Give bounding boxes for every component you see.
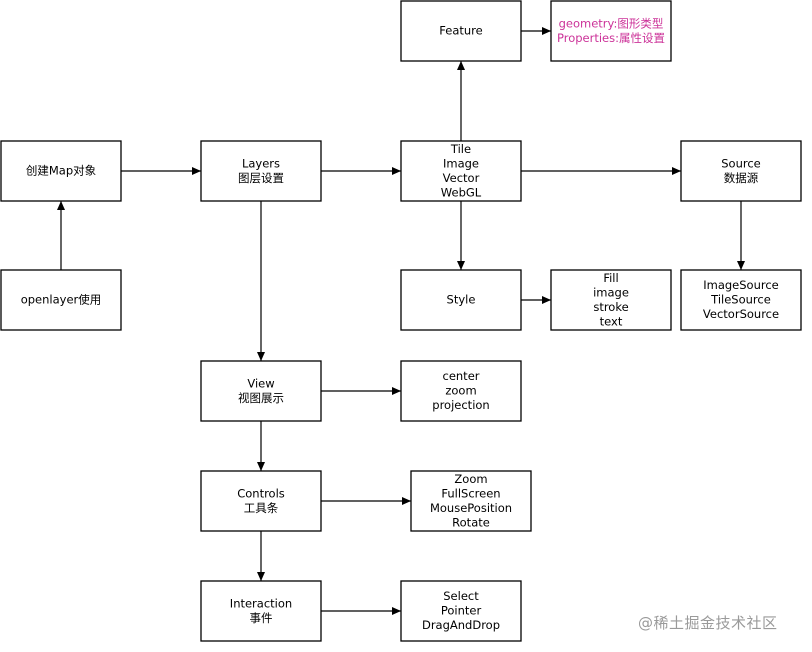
node-feature: Feature [400,0,522,62]
node-label-line: Properties:属性设置 [557,31,665,45]
node-label-line: Zoom [454,472,487,486]
node-label-line: zoom [445,384,476,398]
node-box [410,470,532,532]
node-label-line: 事件 [250,611,273,625]
node-label-line: FullScreen [441,486,500,500]
node-box [0,140,122,202]
node-label-line: 创建Map对象 [26,164,96,178]
node-box [400,0,522,62]
node-box [200,580,322,642]
node-label-line: Source [721,156,761,170]
node-label-line: ImageSource [703,278,779,292]
node-label-line: text [600,314,623,328]
watermark: @稀土掘金技术社区 [638,614,778,632]
node-label-line: geometry:图形类型 [559,16,664,30]
node-box [200,140,322,202]
node-label-line: Interaction [230,596,292,610]
node-label-line: DragAndDrop [422,618,500,632]
node-box [550,0,672,62]
node-box [400,580,522,642]
node-label-line: Feature [439,24,482,38]
node-box [400,269,522,331]
node-label-line: 工具条 [244,501,279,515]
node-box [200,360,322,422]
node-box [400,360,522,422]
node-label-line: Rotate [452,515,490,529]
node-label-line: Image [443,156,479,170]
node-label-line: MousePosition [430,501,512,515]
node-label-line: center [443,369,480,383]
node-label-line: stroke [593,300,628,314]
node-style: Style [400,269,522,331]
node-openlayer-use: openlayer使用 [0,269,122,331]
node-create-map: 创建Map对象 [0,140,122,202]
node-label-line: projection [432,398,489,412]
node-label-line: Fill [603,271,618,285]
node-label-line: VectorSource [703,307,779,321]
node-box [550,269,672,331]
node-label-line: Controls [237,486,285,500]
node-label-line: openlayer使用 [21,293,102,307]
node-box [680,269,802,331]
node-box [680,140,802,202]
node-label-line: Style [447,293,476,307]
node-label-line: 图层设置 [238,171,284,185]
node-label-line: Layers [242,156,280,170]
node-label-line: 数据源 [724,171,759,185]
node-box [0,269,122,331]
node-label-line: Select [443,589,479,603]
node-label-line: Pointer [441,604,482,618]
node-box [200,470,322,532]
node-label-line: WebGL [441,185,482,199]
node-label-line: View [247,376,274,390]
node-box [400,140,522,202]
node-label-line: TileSource [710,293,771,307]
node-label-line: image [593,285,629,299]
node-label-line: Vector [443,171,480,185]
node-label-line: 视图展示 [238,391,284,405]
node-label-line: Tile [450,142,471,156]
